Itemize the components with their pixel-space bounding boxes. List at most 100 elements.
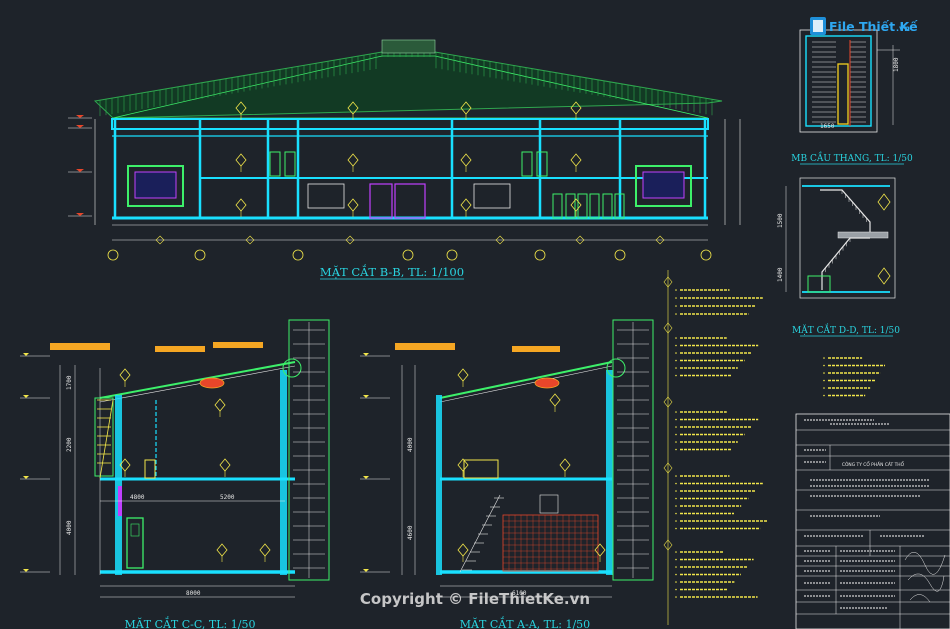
note-tag bbox=[663, 276, 673, 288]
note-bullet bbox=[823, 379, 825, 382]
note-bullet bbox=[675, 367, 677, 369]
section-cc-title: MẶT CẮT C-C, TL: 1/50 bbox=[125, 616, 256, 629]
note-bullet bbox=[675, 497, 677, 500]
note-bullet bbox=[675, 505, 677, 507]
section-bb: MẶT CẮT B-B, TL: 1/100 bbox=[68, 39, 741, 280]
level-marker bbox=[363, 395, 369, 398]
note-bullet bbox=[675, 566, 677, 568]
note-bullet bbox=[675, 527, 677, 530]
grid-bubble bbox=[402, 249, 414, 261]
watermark-logo-suffix: .vn bbox=[896, 24, 910, 33]
note-bullet bbox=[675, 433, 677, 436]
section-bb-door-1 bbox=[369, 183, 393, 219]
level-marker bbox=[76, 125, 84, 128]
level-marker bbox=[23, 569, 29, 572]
note-bullet bbox=[675, 520, 677, 522]
grid-bubble bbox=[194, 249, 206, 261]
note-bullet bbox=[675, 551, 677, 553]
dim-marker bbox=[655, 235, 665, 245]
aa-dim-4000: 4000 bbox=[407, 437, 414, 452]
level-marker bbox=[23, 476, 29, 479]
note-bullet bbox=[675, 426, 677, 428]
section-dd-notes bbox=[823, 357, 886, 397]
note-bullet bbox=[675, 573, 677, 576]
section-dd-title: MẶT CẮT D-D, TL: 1/50 bbox=[792, 323, 900, 336]
dd-dim-1500: 1500 bbox=[777, 213, 784, 228]
level-marker bbox=[76, 169, 84, 172]
note-bullet bbox=[675, 581, 677, 583]
note-bullet bbox=[675, 374, 677, 377]
section-bb-small-door bbox=[284, 151, 296, 177]
note-bullet bbox=[675, 448, 677, 451]
stair-stringer bbox=[459, 494, 501, 573]
title-block: CÔNG TY CỔ PHẦN CÁT THỔ bbox=[795, 413, 950, 629]
level-marker bbox=[23, 353, 29, 356]
note-bullet bbox=[823, 394, 825, 397]
stair-dim-1800: 1800 bbox=[893, 57, 900, 72]
section-bb-cabinet bbox=[577, 193, 588, 219]
stair-plan-title: MB CẦU THANG, TL: 1/50 bbox=[791, 151, 913, 164]
grid-bubble bbox=[700, 249, 712, 261]
section-bb-cabinet bbox=[565, 193, 576, 219]
stair-plan: 1800 1650 MB CẦU THANG, TL: 1/50 bbox=[791, 29, 913, 165]
note-bullet bbox=[823, 372, 825, 374]
note-bullet bbox=[675, 418, 677, 421]
note-bullet bbox=[675, 337, 677, 339]
level-marker bbox=[23, 395, 29, 398]
note-tag bbox=[663, 462, 673, 474]
note-bullet bbox=[675, 297, 677, 299]
note-bullet bbox=[675, 289, 677, 291]
section-bb-window-left bbox=[127, 165, 184, 207]
note-bullet bbox=[675, 490, 677, 492]
note-tag bbox=[663, 539, 673, 551]
section-bb-ceiling-beam bbox=[111, 118, 709, 130]
level-marker bbox=[363, 353, 369, 356]
cc-dim-5200: 5200 bbox=[220, 494, 235, 501]
section-bb-door-2 bbox=[394, 183, 426, 219]
dim-marker bbox=[345, 235, 355, 245]
stair-dim-1650: 1650 bbox=[820, 123, 835, 130]
section-aa: 6100 4000 4600 MẶT CẮT A-A, TL: 1/50 bbox=[360, 319, 654, 629]
dim-marker bbox=[495, 235, 505, 245]
section-bb-small-door bbox=[521, 151, 533, 177]
grid-bubble bbox=[107, 249, 119, 261]
stair-stringer bbox=[99, 399, 114, 479]
section-bb-cabinet bbox=[614, 193, 625, 219]
level-marker bbox=[76, 213, 84, 216]
material-notes bbox=[663, 270, 768, 625]
watermark-logo-text: File Thiết Kế bbox=[829, 19, 918, 34]
section-bb-cabinet bbox=[602, 193, 613, 219]
note-bullet bbox=[675, 482, 677, 485]
cc-callout-2 bbox=[155, 346, 205, 352]
note-bullet bbox=[675, 359, 677, 362]
cc-callout-1 bbox=[50, 343, 110, 350]
title-block-company: CÔNG TY CỔ PHẦN CÁT THỔ bbox=[842, 460, 905, 468]
cc-dim-4800: 4800 bbox=[130, 494, 145, 501]
note-bullet bbox=[675, 305, 677, 307]
note-bullet bbox=[823, 387, 825, 389]
level-marker bbox=[363, 476, 369, 479]
signature-scribble bbox=[904, 552, 946, 603]
note-bullet bbox=[675, 441, 677, 443]
note-bullet bbox=[675, 596, 677, 598]
section-bb-cabinet bbox=[589, 193, 600, 219]
grid-bubble bbox=[534, 249, 546, 261]
note-bullet bbox=[675, 512, 677, 515]
note-bullet bbox=[823, 364, 825, 367]
aa-dim-4600: 4600 bbox=[407, 525, 414, 540]
watermark-logo: File Thiết Kế .vn bbox=[810, 17, 918, 35]
note-tag bbox=[663, 396, 673, 408]
note-tag bbox=[663, 322, 673, 334]
note-bullet bbox=[675, 313, 677, 315]
grid-bubble bbox=[446, 249, 458, 261]
grid-bubble bbox=[292, 249, 304, 261]
section-bb-small-door bbox=[269, 151, 281, 177]
cc-dim-2200: 2200 bbox=[66, 437, 73, 452]
note-bullet bbox=[675, 558, 677, 561]
note-bullet bbox=[675, 352, 677, 354]
dim-marker bbox=[575, 235, 585, 245]
cc-callout-3 bbox=[213, 342, 263, 348]
section-cc: 4800 5200 8000 1700 2200 4000 MẶT CẮT C-… bbox=[20, 319, 330, 629]
section-aa-title: MẶT CẮT A-A, TL: 1/50 bbox=[460, 616, 590, 629]
